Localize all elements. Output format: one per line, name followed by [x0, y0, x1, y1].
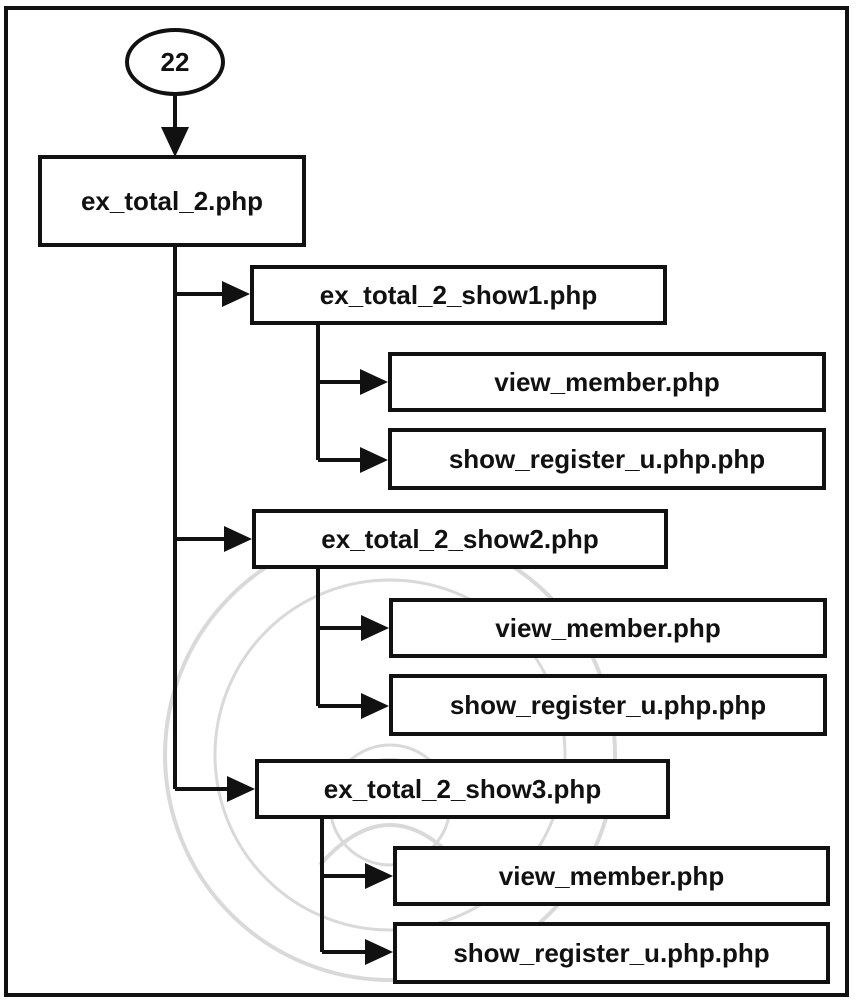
show1-show-register-box: show_register_u.php.php	[388, 428, 826, 490]
arrowhead-g2-a	[361, 615, 389, 641]
arrowhead-show3	[227, 776, 255, 802]
show3-view-member-box: view_member.php	[393, 846, 830, 906]
diagram-frame	[4, 6, 849, 997]
show1-view-member-box: view_member.php	[388, 352, 826, 412]
arrowhead-g2-b	[361, 693, 389, 719]
arrowhead-down	[161, 127, 189, 157]
arrowhead-g1-b	[360, 447, 388, 473]
root-box: ex_total_2.php	[38, 155, 306, 247]
show2-show-register-box: show_register_u.php.php	[389, 674, 827, 736]
show2-box: ex_total_2_show2.php	[252, 509, 668, 569]
arrowhead-g3-b	[365, 939, 393, 965]
connector-circle: 22	[125, 28, 225, 96]
arrowhead-g1-a	[360, 369, 388, 395]
show2-view-member-box: view_member.php	[389, 598, 827, 658]
arrowhead-show1	[222, 281, 250, 307]
show1-box: ex_total_2_show1.php	[250, 265, 667, 325]
show3-box: ex_total_2_show3.php	[255, 759, 670, 819]
arrowhead-show2	[224, 526, 252, 552]
arrowhead-g3-a	[365, 863, 393, 889]
show3-show-register-box: show_register_u.php.php	[393, 922, 830, 984]
